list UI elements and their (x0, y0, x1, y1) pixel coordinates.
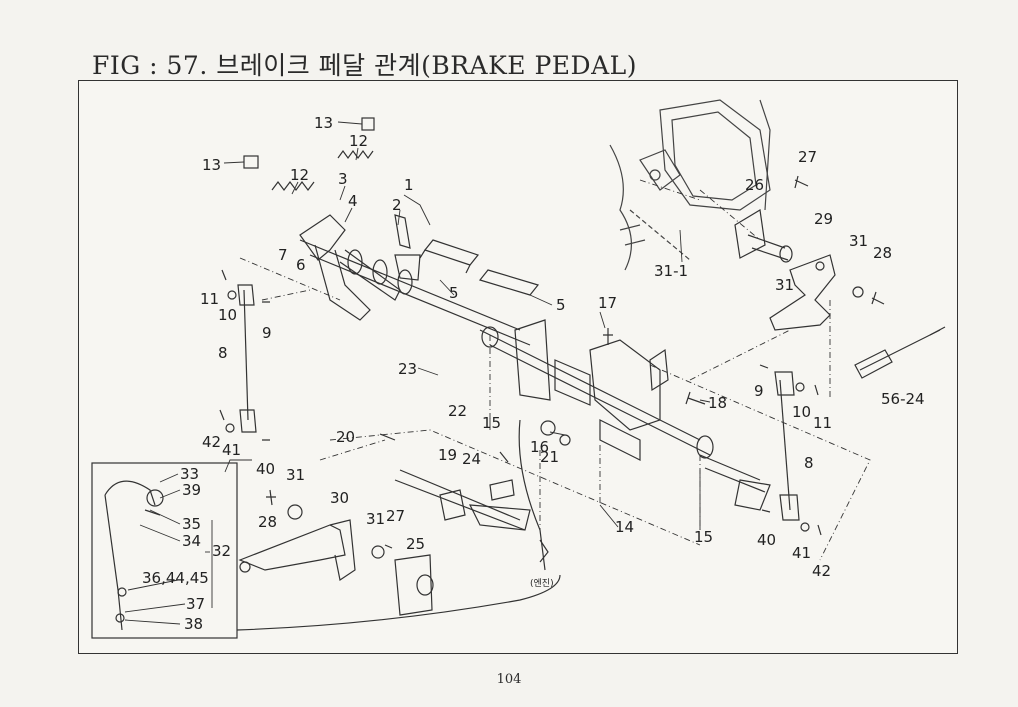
spring-12-left (271, 181, 315, 191)
callout-33: 33 (180, 465, 199, 483)
callout-31-1: 31-1 (654, 262, 688, 280)
pedal-pad-5-lower (478, 269, 540, 296)
callout-11-right: 11 (813, 414, 832, 432)
callout-37: 37 (186, 595, 205, 613)
pedal-shaft-assembly (243, 117, 540, 346)
pedal-pad-5-upper (423, 239, 480, 266)
callout-12-upper: 12 (349, 132, 368, 150)
callout-27-mid: 27 (386, 507, 405, 525)
callout-31-mid: 31 (366, 510, 385, 528)
callout-40-left: 40 (256, 460, 275, 478)
callout-15-lower: 15 (694, 528, 713, 546)
callout-31-left: 31 (286, 466, 305, 484)
leader-lines (124, 121, 711, 625)
callout-23: 23 (398, 360, 417, 378)
callout-10-left: 10 (218, 306, 237, 324)
callout-9-right: 9 (754, 382, 764, 400)
callout-22: 22 (448, 402, 467, 420)
callout-7: 7 (278, 246, 288, 264)
spring-12-right (337, 149, 374, 160)
callout-42-right: 42 (812, 562, 831, 580)
callout-36-44-45: 36,44,45 (142, 569, 209, 587)
left-linkage-rod (219, 269, 270, 441)
callout-13-left: 13 (202, 156, 221, 174)
callout-3: 3 (338, 170, 348, 188)
cap-13-left (243, 155, 259, 169)
callout-4: 4 (348, 192, 358, 210)
callout-12-left: 12 (290, 166, 309, 184)
callout-56-24: 56-24 (881, 390, 925, 408)
callout-39: 39 (182, 481, 201, 499)
page-number: 104 (496, 672, 522, 687)
lower-lever-assembly (379, 419, 549, 571)
callout-42-left: 42 (202, 433, 221, 451)
assembly-guide-lines (239, 179, 871, 561)
callout-27-right: 27 (798, 148, 817, 166)
callout-38: 38 (184, 615, 203, 633)
callout-41-left: 41 (222, 441, 241, 459)
engine-note: (엔진) (530, 578, 554, 589)
callout-30: 30 (330, 489, 349, 507)
callout-21: 21 (540, 448, 559, 466)
callout-8-right: 8 (804, 454, 814, 472)
callout-15-upper: 15 (482, 414, 501, 432)
callout-13-upper: 13 (314, 114, 333, 132)
callout-labels: 13 12 13 12 3 4 1 2 7 6 5 5 11 10 9 8 17… (142, 114, 925, 633)
callout-35: 35 (182, 515, 201, 533)
cap-13-right (361, 117, 375, 131)
callout-18: 18 (708, 394, 727, 412)
callout-9-left: 9 (262, 324, 272, 342)
callout-31-right: 31 (849, 232, 868, 250)
callout-24: 24 (462, 450, 481, 468)
callout-40-right: 40 (757, 531, 776, 549)
callout-2: 2 (392, 196, 402, 214)
right-bracket-assembly (734, 175, 946, 379)
right-linkage-rod (759, 364, 822, 536)
callout-20: 20 (336, 428, 355, 446)
callout-19: 19 (438, 446, 457, 464)
cable-inset-box (91, 462, 561, 639)
callout-29: 29 (814, 210, 833, 228)
callout-6: 6 (296, 256, 306, 274)
callout-8-left: 8 (218, 344, 228, 362)
callout-28-right: 28 (873, 244, 892, 262)
callout-34: 34 (182, 532, 201, 550)
callout-32: 32 (212, 542, 231, 560)
callout-14: 14 (615, 518, 634, 536)
callout-10-right: 10 (792, 403, 811, 421)
lower-arm-assembly (238, 489, 434, 616)
central-shaft-assembly (479, 319, 771, 511)
callout-28-left: 28 (258, 513, 277, 531)
engine-housing-sketch (609, 99, 771, 271)
page-title: FIG : 57. 브레이크 페달 관계(BRAKE PEDAL) (92, 51, 638, 80)
callout-1: 1 (404, 176, 414, 194)
callout-16: 16 (530, 438, 549, 456)
callout-41-right: 41 (792, 544, 811, 562)
callout-26: 26 (745, 176, 764, 194)
callout-17: 17 (598, 294, 617, 312)
callout-5-lower: 5 (556, 296, 566, 314)
callout-11-left: 11 (200, 290, 219, 308)
callout-31-lower-right: 31 (775, 276, 794, 294)
callout-5-upper: 5 (449, 284, 459, 302)
callout-25: 25 (406, 535, 425, 553)
